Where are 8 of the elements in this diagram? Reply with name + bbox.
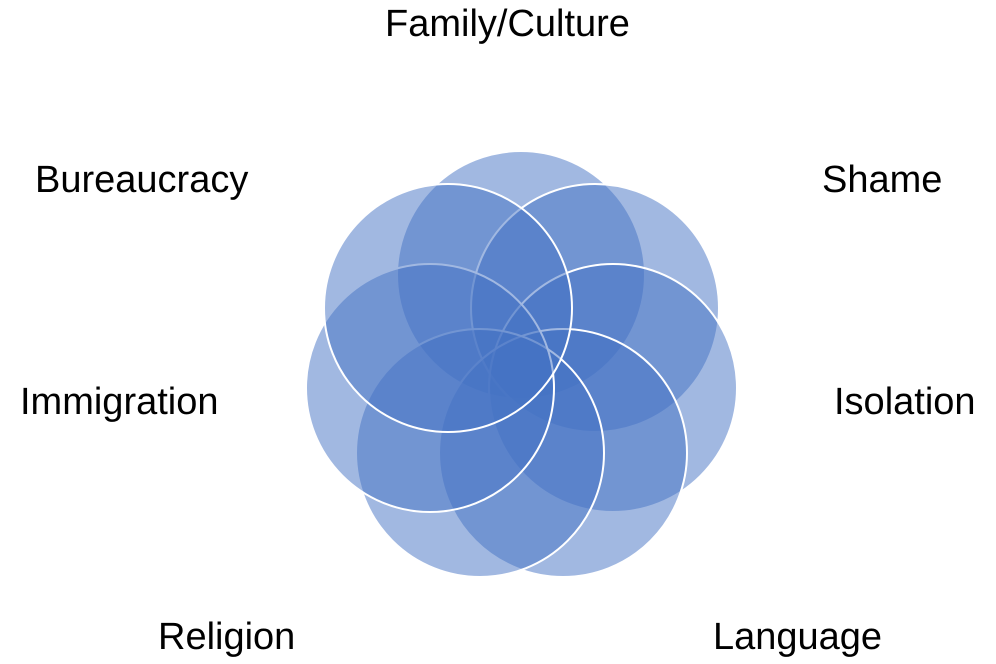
category-label: Immigration <box>20 382 218 424</box>
category-label: Religion <box>158 617 296 659</box>
circle <box>323 183 573 433</box>
category-label: Family/Culture <box>385 4 630 46</box>
category-label: Isolation <box>834 382 976 424</box>
category-label: Language <box>713 617 882 659</box>
category-label: Bureaucracy <box>35 160 248 202</box>
category-label: Shame <box>822 160 942 202</box>
